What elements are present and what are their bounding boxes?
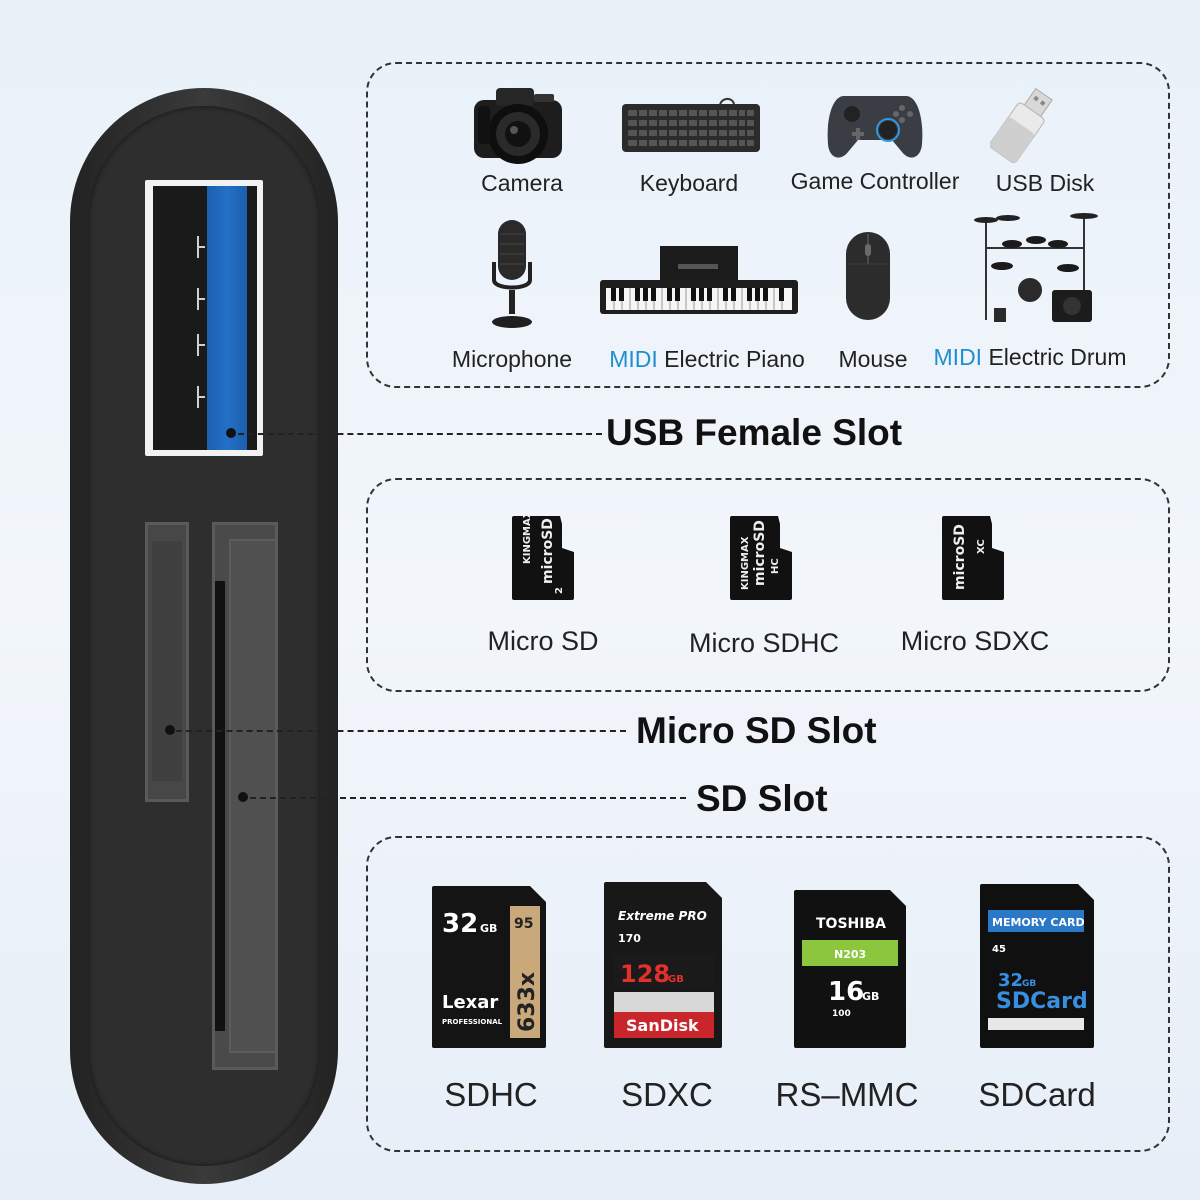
device-label: Camera xyxy=(481,170,563,196)
sd-slot-leader xyxy=(250,797,686,799)
usb-pin xyxy=(197,386,207,408)
micro-cards-panel xyxy=(366,478,1170,692)
card-mark-text: 2 xyxy=(554,587,565,594)
sd-card-label: SDXC xyxy=(621,1076,713,1113)
sd-card-label: SDHC xyxy=(444,1076,538,1113)
card-unit-text: GB xyxy=(668,974,684,985)
card-line-text: N203 xyxy=(834,948,866,961)
micro-card-label: Micro SDXC xyxy=(900,626,1050,656)
sdhc-card: 32 GB 95 633x Lexar PROFESSIONAL xyxy=(432,886,546,1048)
card-capacity-text: 32 xyxy=(442,909,478,939)
electric-drum-icon xyxy=(974,213,1098,322)
device-label: Keyboard xyxy=(639,170,739,196)
card-type-text: microSD xyxy=(952,524,968,590)
micro-sdxc-card: microSD XC xyxy=(942,516,1004,600)
usb-pin xyxy=(197,236,207,258)
card-type-text: microSD xyxy=(540,518,556,584)
camera-icon xyxy=(474,88,562,164)
card-capacity-text: 16 xyxy=(828,977,864,1007)
device-label: MIDI Electric Piano xyxy=(609,346,805,372)
card-brand-text: SanDisk xyxy=(626,1016,699,1035)
usb-port-cavity xyxy=(153,186,257,450)
usb-slot-leader xyxy=(238,433,602,435)
usb-disk-icon xyxy=(990,87,1053,164)
card-line-text: Extreme PRO xyxy=(618,909,707,923)
usb-female-port xyxy=(145,180,263,456)
device-label: Mouse xyxy=(838,346,908,372)
sd-card-label: RS–MMC xyxy=(775,1076,919,1113)
card-brand-text: KINGMAX xyxy=(740,536,751,590)
card-speed-text: 170 xyxy=(618,932,641,945)
card-capacity-text: 128 xyxy=(620,960,670,988)
card-unit-text: GB xyxy=(480,922,497,935)
sd-card-label: SDCard xyxy=(978,1076,1096,1113)
sdcard-card: MEMORY CARD 45 32 GB SDCard xyxy=(980,884,1094,1048)
card-unit-text: GB xyxy=(862,990,879,1003)
card-brand-text: TOSHIBA xyxy=(816,916,886,932)
electric-piano-icon xyxy=(600,246,798,314)
card-speed-text: 45 xyxy=(992,944,1006,955)
device-label: USB Disk xyxy=(995,170,1095,196)
card-capacity-text: 32 xyxy=(998,970,1023,991)
card-unit-text: GB xyxy=(1022,979,1036,989)
sd-slot xyxy=(212,522,278,1070)
usb-blue-tongue xyxy=(207,186,247,450)
card-mark-text: XC xyxy=(976,539,987,554)
micro-card-label: Micro SD xyxy=(487,626,599,656)
usb-pin xyxy=(197,334,207,356)
micro-sdhc-card: KINGMAX microSD HC xyxy=(730,516,792,600)
micro-card-label: Micro SDHC xyxy=(688,628,840,658)
rs-mmc-card: TOSHIBA N203 16 GB 100 xyxy=(794,890,906,1048)
card-mark-text: HC xyxy=(770,558,781,574)
micro-sd-slot-label: Micro SD Slot xyxy=(636,710,877,751)
card-type-text: microSD xyxy=(752,520,768,586)
micro-sd-card: KINGMAX microSD 2 xyxy=(512,514,574,600)
card-brand-text: Lexar xyxy=(442,992,498,1013)
mouse-icon xyxy=(846,232,890,320)
device-label: Game Controller xyxy=(790,168,960,194)
card-brand-text: KINGMAX xyxy=(522,514,533,564)
keyboard-icon xyxy=(622,98,760,152)
usb-slot-label: USB Female Slot xyxy=(606,412,903,453)
usb-pin xyxy=(197,288,207,310)
card-line-text: PROFESSIONAL xyxy=(442,1018,503,1026)
game-controller-icon xyxy=(827,96,923,158)
card-speed-text: 95 xyxy=(514,916,533,932)
device-label: MIDI Electric Drum xyxy=(933,344,1127,370)
micro-sd-slot-leader xyxy=(176,730,626,732)
card-brand-text: SDCard xyxy=(996,989,1088,1014)
sdxc-card: Extreme PRO 170 128 GB SanDisk xyxy=(604,882,722,1048)
card-speed-text: 100 xyxy=(832,1009,851,1019)
usb-slot-marker xyxy=(226,428,236,438)
sd-cards-panel xyxy=(366,836,1170,1152)
sd-slot-label: SD Slot xyxy=(696,778,828,819)
micro-sd-slot xyxy=(145,522,189,802)
card-line-text: MEMORY CARD xyxy=(992,916,1085,929)
microphone-icon xyxy=(492,220,532,328)
micro-sd-slot-marker xyxy=(165,725,175,735)
device-label: Microphone xyxy=(451,346,573,372)
devices-panel xyxy=(366,62,1170,388)
card-rating-text: 633x xyxy=(515,972,540,1032)
sd-slot-marker xyxy=(238,792,248,802)
